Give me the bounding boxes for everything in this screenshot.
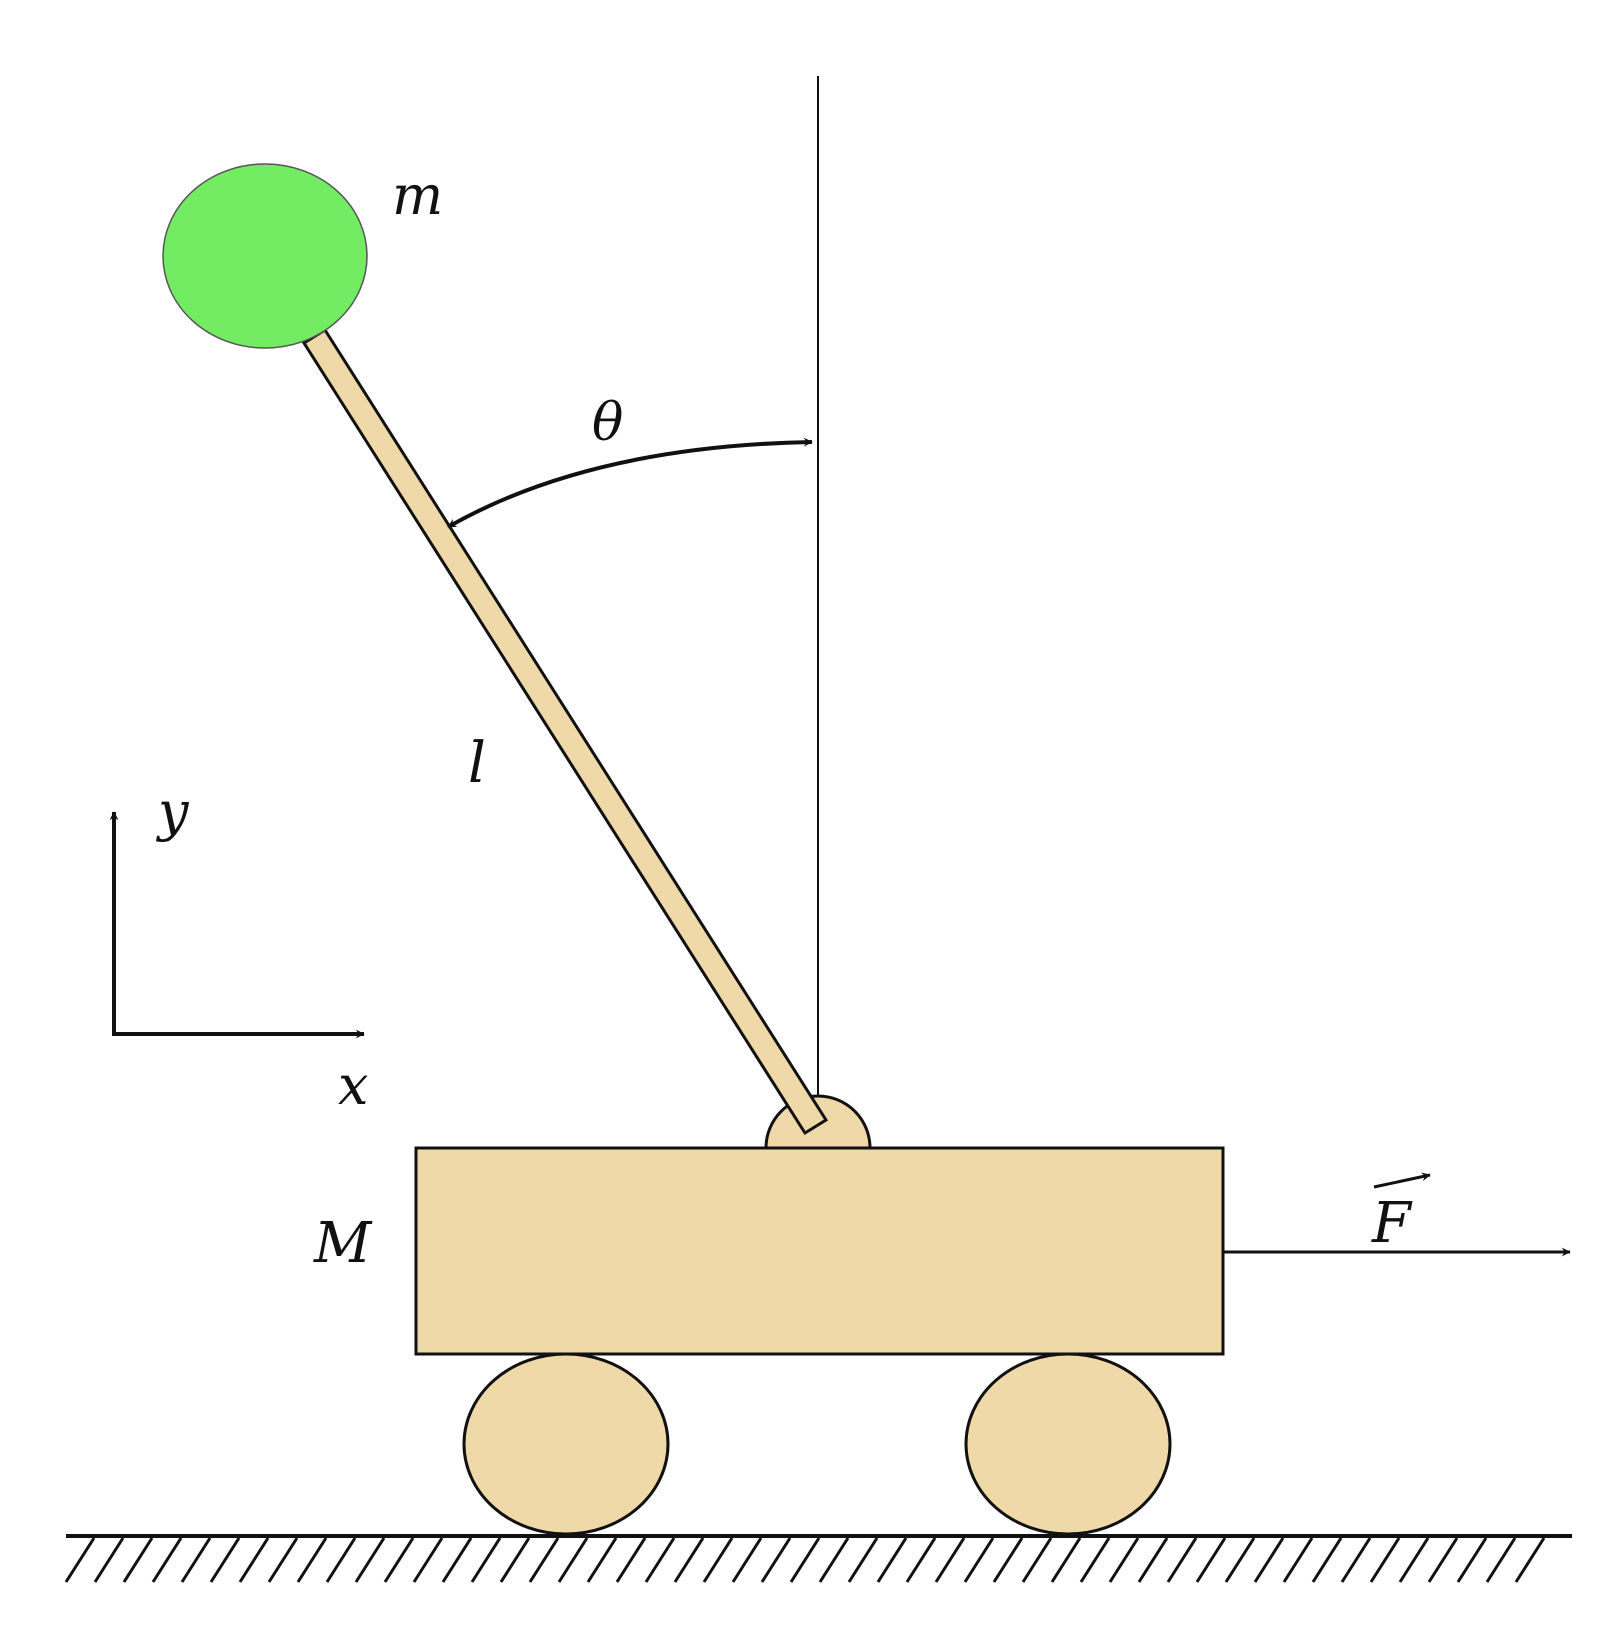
pendulum-bob bbox=[162, 163, 368, 349]
ground-hatch-mark bbox=[557, 1537, 589, 1583]
ground-hatch-mark bbox=[64, 1537, 96, 1583]
ground-hatch-mark bbox=[1311, 1537, 1343, 1583]
ground-hatch-mark bbox=[905, 1537, 937, 1583]
ground-hatch-mark bbox=[963, 1537, 995, 1583]
ground-hatch-mark bbox=[151, 1537, 183, 1583]
force-vector-arrow-over-label bbox=[1373, 1172, 1431, 1189]
ground-hatch-mark bbox=[528, 1537, 560, 1583]
ground-hatch-mark bbox=[1137, 1537, 1169, 1583]
pendulum-rod bbox=[301, 327, 829, 1136]
angle-label: θ bbox=[592, 393, 623, 453]
left-wheel bbox=[462, 1352, 670, 1536]
ground-hatch-mark bbox=[702, 1537, 734, 1583]
ground-hatch-mark bbox=[731, 1537, 763, 1583]
force-label: F bbox=[1371, 1191, 1413, 1256]
ground-hatch-mark bbox=[644, 1537, 676, 1583]
ground-hatch-mark bbox=[267, 1537, 299, 1583]
ground-hatch-mark bbox=[760, 1537, 792, 1583]
y-axis-label: y bbox=[156, 780, 190, 843]
ground-hatch-mark bbox=[209, 1537, 241, 1583]
ground-hatch-mark bbox=[789, 1537, 821, 1583]
ground-hatch-mark bbox=[1108, 1537, 1140, 1583]
ground-hatch-mark bbox=[1195, 1537, 1227, 1583]
ground-hatch-mark bbox=[412, 1537, 444, 1583]
rod-length-label: l bbox=[468, 731, 486, 796]
ground-hatch-mark bbox=[1398, 1537, 1430, 1583]
ground-hatch-mark bbox=[992, 1537, 1024, 1583]
ground-hatch-mark bbox=[1369, 1537, 1401, 1583]
ground-hatch-mark bbox=[818, 1537, 850, 1583]
x-axis-label: x bbox=[338, 1054, 368, 1117]
ground-hatch-mark bbox=[354, 1537, 386, 1583]
ground-hatch-mark bbox=[586, 1537, 618, 1583]
ground-hatch-mark bbox=[1514, 1537, 1546, 1583]
right-wheel bbox=[964, 1352, 1172, 1536]
ground-hatch-mark bbox=[238, 1537, 270, 1583]
ground-hatch-mark bbox=[1050, 1537, 1082, 1583]
angle-arc bbox=[447, 437, 813, 529]
ground-hatch-mark bbox=[1253, 1537, 1285, 1583]
ground-hatch-mark bbox=[1485, 1537, 1517, 1583]
ground-hatching bbox=[64, 1537, 1546, 1583]
ground-hatch-mark bbox=[383, 1537, 415, 1583]
ground-hatch-mark bbox=[615, 1537, 647, 1583]
ground-hatch-mark bbox=[1340, 1537, 1372, 1583]
ground-hatch-mark bbox=[1282, 1537, 1314, 1583]
ground-hatch-mark bbox=[1224, 1537, 1256, 1583]
ground-hatch-mark bbox=[1427, 1537, 1459, 1583]
ground-hatch-mark bbox=[847, 1537, 879, 1583]
ground-hatch-mark bbox=[93, 1537, 125, 1583]
ground-hatch-mark bbox=[325, 1537, 357, 1583]
ground-hatch-mark bbox=[934, 1537, 966, 1583]
bob-mass-label: m bbox=[392, 164, 443, 227]
ground-hatch-mark bbox=[122, 1537, 154, 1583]
ground-hatch-mark bbox=[296, 1537, 328, 1583]
ground-hatch-mark bbox=[673, 1537, 705, 1583]
ground-hatch-mark bbox=[1456, 1537, 1488, 1583]
ground-hatch-mark bbox=[499, 1537, 531, 1583]
ground-hatch-mark bbox=[1021, 1537, 1053, 1583]
ground-hatch-mark bbox=[876, 1537, 908, 1583]
ground-hatch-mark bbox=[1166, 1537, 1198, 1583]
cart-mass-label: M bbox=[313, 1211, 373, 1276]
ground-hatch-mark bbox=[1079, 1537, 1111, 1583]
ground-hatch-mark bbox=[180, 1537, 212, 1583]
cart-body bbox=[414, 1146, 1225, 1356]
ground-hatch-mark bbox=[470, 1537, 502, 1583]
ground-hatch-mark bbox=[441, 1537, 473, 1583]
